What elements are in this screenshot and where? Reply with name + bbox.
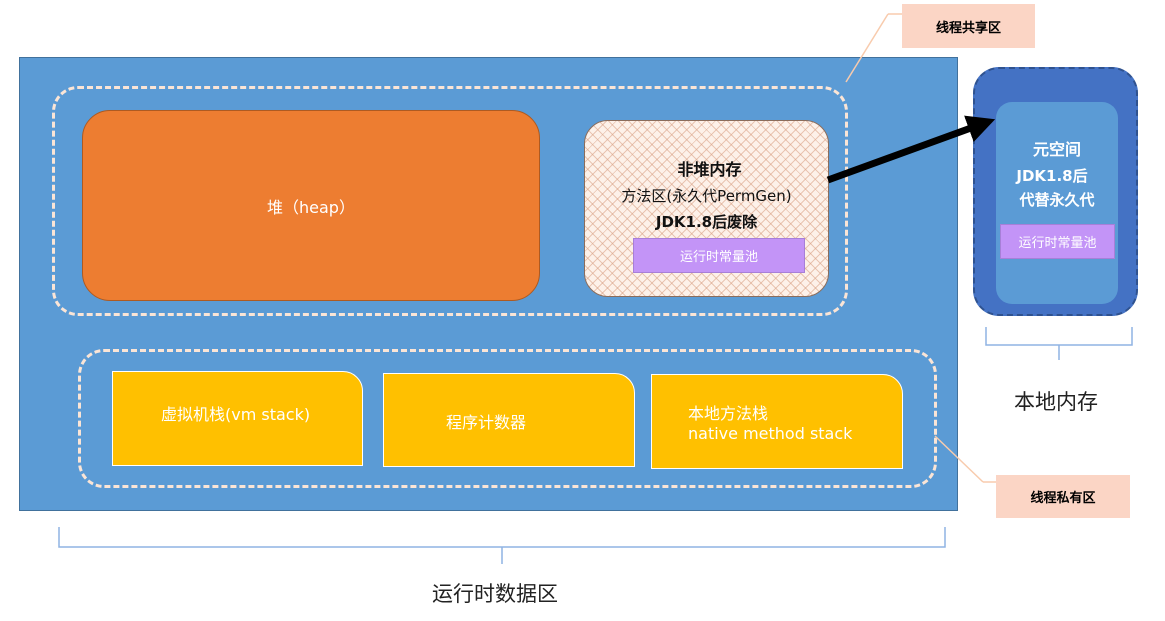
- private-region-boundary: [78, 349, 937, 488]
- deprecated-label: JDK1.8后废除: [655, 213, 758, 231]
- method-area-label: 方法区(永久代PermGen): [621, 187, 792, 205]
- private-region-tag-label: 线程私有区: [1030, 491, 1096, 506]
- pool-label: 运行时常量池: [679, 250, 758, 265]
- heap-block: 堆（heap）: [82, 110, 540, 301]
- private-region-tag: 线程私有区: [996, 475, 1130, 518]
- runtime-area-label: 运行时数据区: [432, 582, 558, 606]
- vm-stack-label: 虚拟机栈(vm stack): [161, 405, 311, 424]
- heap-label: 堆（heap）: [267, 197, 355, 217]
- metaspace-block: 元空间 JDK1.8后 代替永久代: [996, 102, 1118, 304]
- metaspace-constant-pool: 运行时常量池: [1000, 224, 1115, 259]
- native-stack-label-cn: 本地方法栈: [688, 404, 769, 423]
- native-memory-label: 本地内存: [1014, 390, 1098, 414]
- native-method-stack-block: 本地方法栈 native method stack: [651, 374, 903, 469]
- runtime-brace: [58, 527, 946, 564]
- shared-region-tag-label: 线程共享区: [935, 20, 1001, 36]
- program-counter-block: 程序计数器: [383, 373, 635, 467]
- replacement-arrow: [826, 115, 996, 184]
- metaspace-title: 元空间: [1032, 140, 1081, 159]
- program-counter-label: 程序计数器: [446, 413, 527, 432]
- metaspace-jdk-label: JDK1.8后: [1016, 167, 1088, 185]
- shared-tag-leader: [845, 13, 889, 83]
- runtime-constant-pool: 运行时常量池: [633, 238, 805, 273]
- private-tag-leader: [934, 435, 984, 483]
- metaspace-pool-label: 运行时常量池: [1018, 236, 1097, 251]
- native-brace: [985, 327, 1133, 360]
- non-heap-title: 非堆内存: [677, 160, 742, 179]
- shared-region-tag: 线程共享区: [902, 4, 1035, 48]
- native-stack-label-en: native method stack: [688, 424, 853, 443]
- vm-stack-block: 虚拟机栈(vm stack): [112, 371, 363, 466]
- shared-region-boundary: [52, 86, 848, 316]
- metaspace-replace-label: 代替永久代: [1019, 191, 1095, 209]
